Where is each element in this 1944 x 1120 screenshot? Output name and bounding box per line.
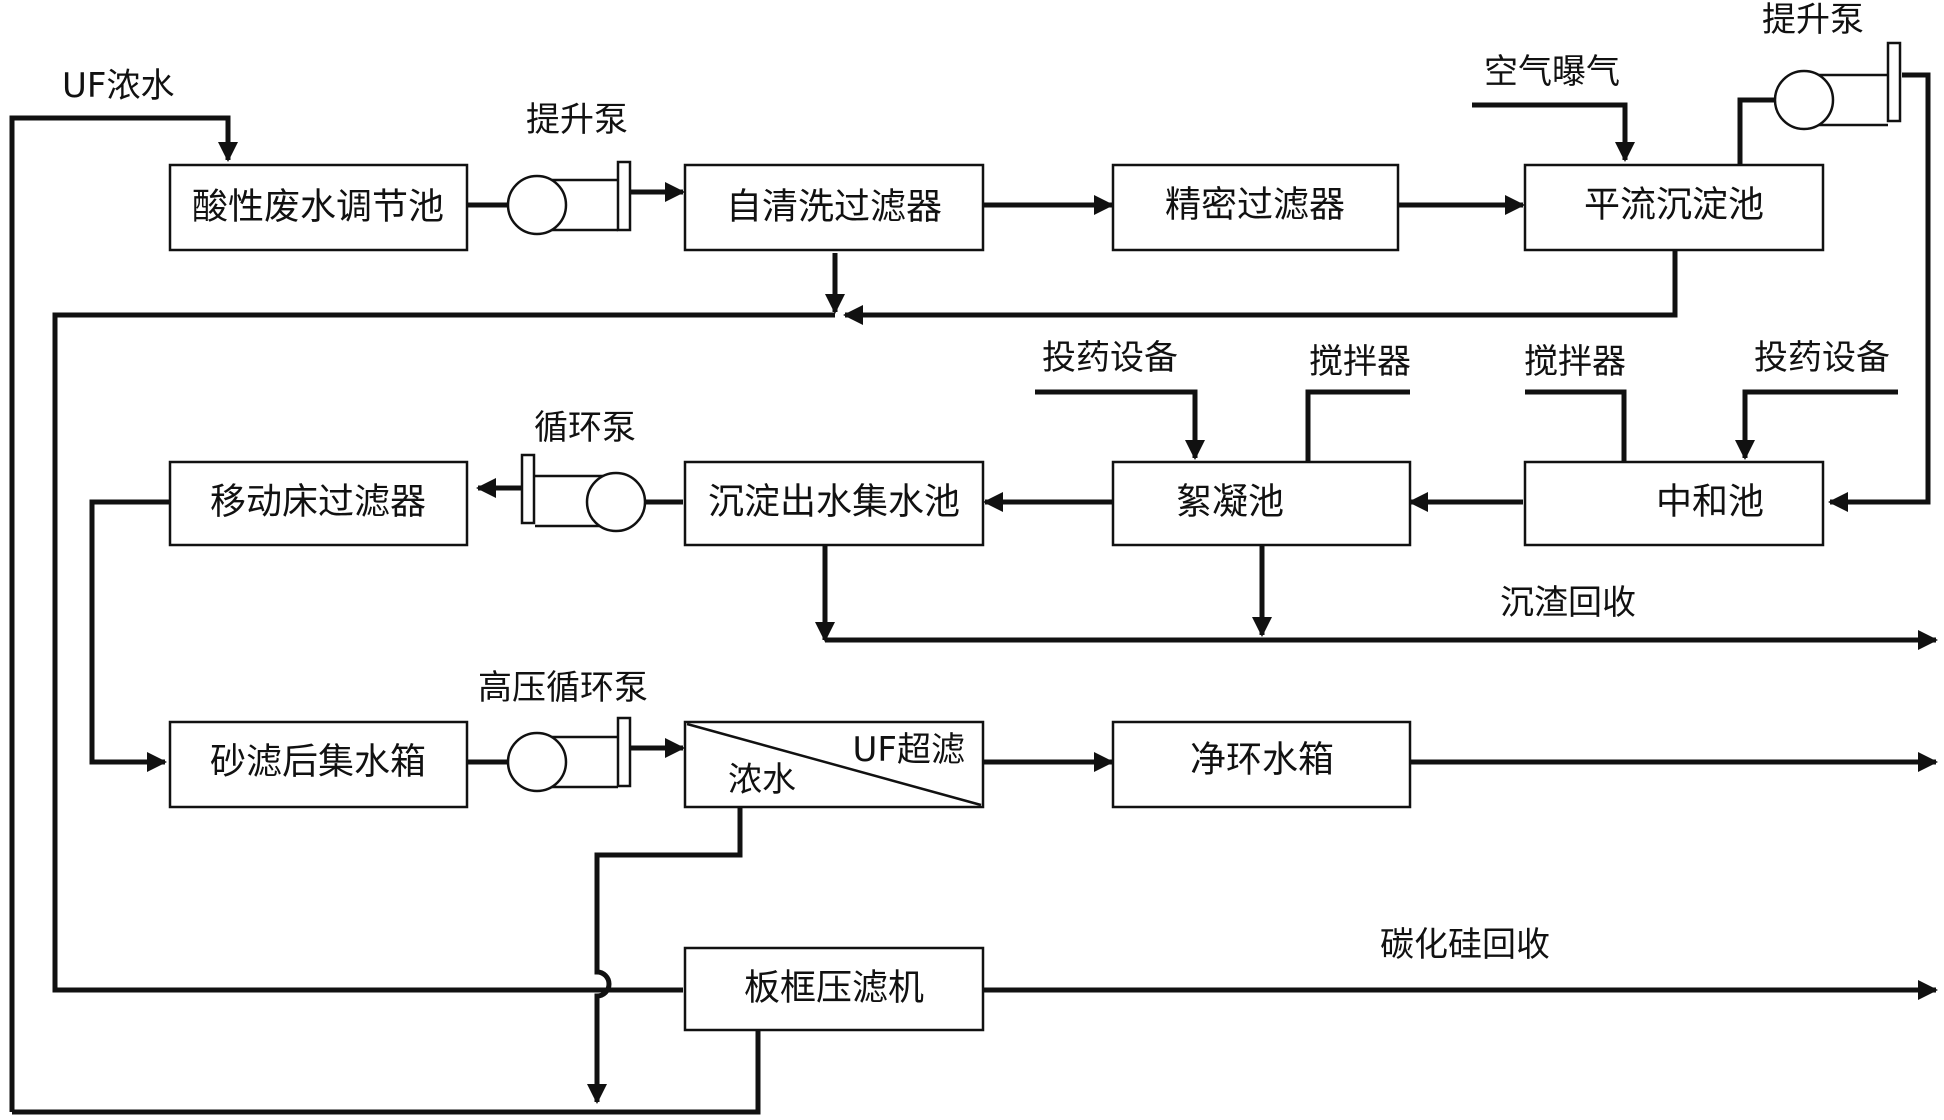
dosing-equipment-1-label: 投药设备 xyxy=(1042,338,1178,378)
uf-concentrate-label: 浓水 xyxy=(728,760,796,800)
lift-pump-1-icon xyxy=(506,160,632,236)
post-sand-filter-water-tank: 砂滤后集水箱 xyxy=(168,720,469,809)
lift-pump-2-label: 提升泵 xyxy=(1762,0,1864,40)
press-to-return-line xyxy=(12,1030,761,1115)
mixer-1-label: 搅拌器 xyxy=(1309,342,1411,382)
sludge-recovery-label: 沉渣回收 xyxy=(1500,583,1636,623)
mixer-2-label: 搅拌器 xyxy=(1524,342,1626,382)
dosing-1-line xyxy=(1035,389,1205,460)
precision-filter-label: 精密过滤器 xyxy=(1165,185,1345,226)
hp-circulation-pump-icon xyxy=(506,716,632,793)
circulation-pump-icon xyxy=(520,453,647,533)
circulation-pump-label: 循环泵 xyxy=(534,408,636,448)
air-aeration-label: 空气曝气 xyxy=(1484,52,1620,92)
flocculation-tank: 絮凝池 xyxy=(1111,460,1412,547)
sedimentation-tank-label: 平流沉淀池 xyxy=(1584,185,1764,226)
dosing-2-line xyxy=(1735,389,1898,460)
neutralization-tank-label: 中和池 xyxy=(1656,482,1764,523)
uf-concentrate-down-line xyxy=(587,808,743,1104)
self-cleaning-filter: 自清洗过滤器 xyxy=(683,163,985,252)
sic-recovery-label: 碳化硅回收 xyxy=(1380,925,1550,965)
uf-concentrate-return-line xyxy=(9,115,238,1112)
hp-circulation-pump-label: 高压循环泵 xyxy=(478,668,648,708)
uf-unit-label: UF超滤 xyxy=(853,730,965,770)
clean-tank-label: 净环水箱 xyxy=(1190,740,1334,781)
air-aeration-line xyxy=(1472,102,1635,162)
lift-pump-2-icon xyxy=(1773,41,1902,131)
moving-bed-filter-label: 移动床过滤器 xyxy=(210,482,426,523)
moving-bed-to-sand-tank-line xyxy=(89,499,170,772)
self-cleaning-filter-label: 自清洗过滤器 xyxy=(726,187,942,228)
uf-ultrafiltration-unit: UF超滤 浓水 xyxy=(683,720,985,809)
mixer-1-shaft xyxy=(1305,389,1410,482)
flocculation-tank-label: 絮凝池 xyxy=(1176,482,1284,523)
lift-pump-to-neutralization-line xyxy=(1828,72,1931,512)
mixer-2-shaft xyxy=(1525,389,1627,482)
uf-membrane-divider xyxy=(686,722,982,807)
horizontal-sedimentation-tank: 平流沉淀池 xyxy=(1523,163,1825,252)
acid-wastewater-tank: 酸性废水调节池 xyxy=(168,163,469,252)
settled-water-tank-label: 沉淀出水集水池 xyxy=(708,482,960,523)
clean-circulation-water-tank: 净环水箱 xyxy=(1111,720,1412,809)
acid-wastewater-tank-label: 酸性废水调节池 xyxy=(192,187,444,228)
dosing-equipment-2-label: 投药设备 xyxy=(1754,338,1890,378)
sedimentation-drain-line xyxy=(843,250,1678,325)
sand-filter-tank-label: 砂滤后集水箱 xyxy=(210,742,426,783)
precision-filter: 精密过滤器 xyxy=(1111,163,1400,252)
neutralization-tank: 中和池 xyxy=(1523,460,1825,547)
sedimentation-to-lift-pump-line xyxy=(1737,97,1775,168)
moving-bed-filter: 移动床过滤器 xyxy=(168,460,469,547)
lift-pump-1-label: 提升泵 xyxy=(526,100,628,140)
collection-to-press-line xyxy=(52,312,835,993)
plate-frame-filter-press: 板框压滤机 xyxy=(683,946,985,1032)
settled-water-collection-tank: 沉淀出水集水池 xyxy=(683,460,985,547)
uf-concentrate-return-label: UF浓水 xyxy=(62,66,174,106)
filter-press-label: 板框压滤机 xyxy=(744,968,924,1009)
